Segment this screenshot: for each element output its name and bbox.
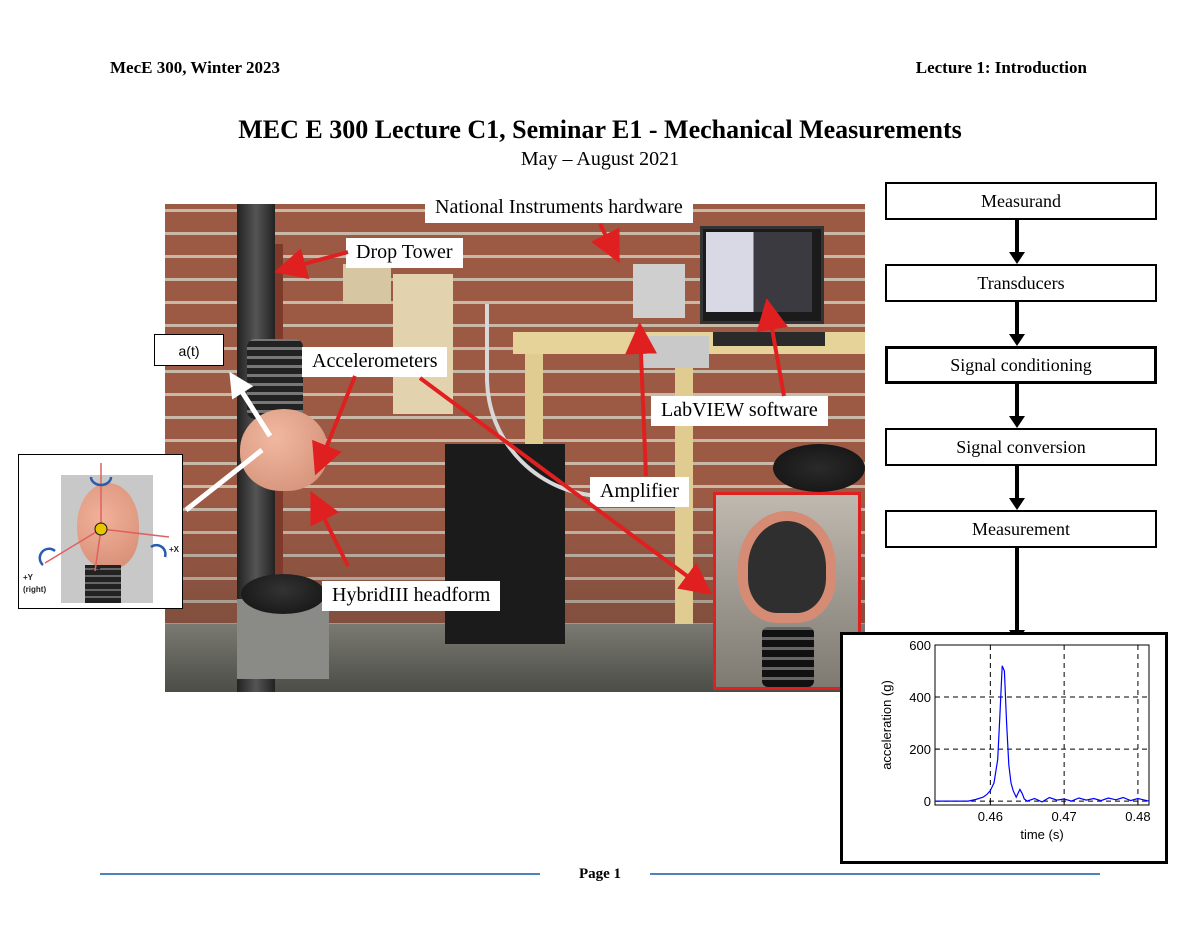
- lecture-header: Lecture 1: Introduction: [915, 58, 1087, 77]
- page-subtitle: May – August 2021: [520, 148, 680, 170]
- neck-assembly: [762, 627, 814, 687]
- flow-connector: [1015, 384, 1019, 416]
- y-tick-label: 200: [909, 742, 931, 757]
- rotation-arrow-y-icon: [38, 547, 56, 566]
- x-tick-label: 0.46: [978, 809, 1003, 824]
- amplifier-unit: [643, 336, 709, 368]
- rotation-arrow-z-icon: [89, 476, 113, 487]
- monitor-screen: [706, 232, 812, 312]
- y-tick-label: 0: [924, 794, 931, 809]
- flow-arrowhead: [1009, 252, 1025, 264]
- flow-arrowhead: [1009, 334, 1025, 346]
- flow-arrowhead: [1009, 498, 1025, 510]
- flow-step-signal-conversion: Signal conversion: [885, 428, 1157, 466]
- acceleration-trace: [935, 665, 1150, 803]
- signal-label-box: a(t): [154, 334, 224, 366]
- y-tick-label: 400: [909, 690, 931, 705]
- wall-plate: [343, 264, 391, 304]
- instrumented-head-inset: [713, 492, 861, 690]
- label-national-instruments: National Instruments hardware: [425, 193, 693, 223]
- x-tick-label: 0.47: [1051, 809, 1076, 824]
- page-title: MEC E 300 Lecture C1, Seminar E1 - Mecha…: [238, 115, 962, 144]
- anvil: [241, 574, 325, 614]
- head-coordinate-inset: +Y (right) +Z +X: [18, 454, 183, 609]
- head-neck: [85, 565, 121, 603]
- headform: [240, 409, 328, 491]
- plot-area: [934, 644, 1150, 806]
- flow-arrowhead: [1009, 416, 1025, 428]
- label-amplifier: Amplifier: [590, 477, 689, 507]
- wall-board: [393, 274, 453, 414]
- axis-y-label: +Y: [23, 573, 34, 582]
- axis-x-label: +X: [169, 545, 180, 554]
- axis-arrows: [38, 463, 170, 572]
- footer-line-right: [650, 873, 1100, 875]
- x-tick-label: 0.48: [1125, 809, 1150, 824]
- label-headform: HybridIII headform: [322, 581, 501, 611]
- y-axis-label: acceleration (g): [879, 680, 894, 770]
- headform-shell: [738, 511, 836, 623]
- label-labview: LabVIEW software: [651, 396, 828, 426]
- course-header: MecE 300, Winter 2023: [110, 58, 280, 77]
- flow-step-transducers: Transducers: [885, 264, 1157, 302]
- flow-connector: [1015, 302, 1019, 334]
- rotation-arrow-x-icon: [150, 543, 167, 558]
- flow-step-signal-conditioning: Signal conditioning: [885, 346, 1157, 384]
- ni-hardware-unit: [633, 264, 685, 318]
- axis-line-z: [94, 528, 102, 572]
- flow-step-measurement: Measurement: [885, 510, 1157, 548]
- axis-y-sublabel: (right): [23, 585, 47, 594]
- flow-connector: [1015, 466, 1019, 498]
- acceleration-chart: 0.46 0.47 0.48 0 200 400 600 time (s) accelerati…: [879, 638, 1151, 842]
- label-drop-tower: Drop Tower: [346, 238, 463, 268]
- impact-disc: [773, 444, 865, 492]
- keyboard: [713, 332, 825, 346]
- page-number: Page 1: [578, 866, 622, 882]
- x-axis-label: time (s): [1020, 827, 1063, 842]
- axis-line-x: [100, 528, 170, 538]
- head-profile: [77, 483, 139, 569]
- neck-spring: [247, 339, 303, 419]
- flow-step-measurand: Measurand: [885, 182, 1157, 220]
- axis-z-label: +Z: [91, 567, 101, 576]
- label-accelerometers: Accelerometers: [302, 347, 448, 377]
- flow-connector: [1015, 220, 1019, 252]
- footer-line-left: [100, 873, 540, 875]
- axis-line-y: [44, 528, 102, 564]
- flow-connector: [1015, 548, 1019, 632]
- measurement-graph-frame: 0.46 0.47 0.48 0 200 400 600 time (s) accelerati…: [840, 632, 1168, 864]
- y-tick-label: 600: [909, 638, 931, 653]
- head-cg-marker: [94, 522, 108, 536]
